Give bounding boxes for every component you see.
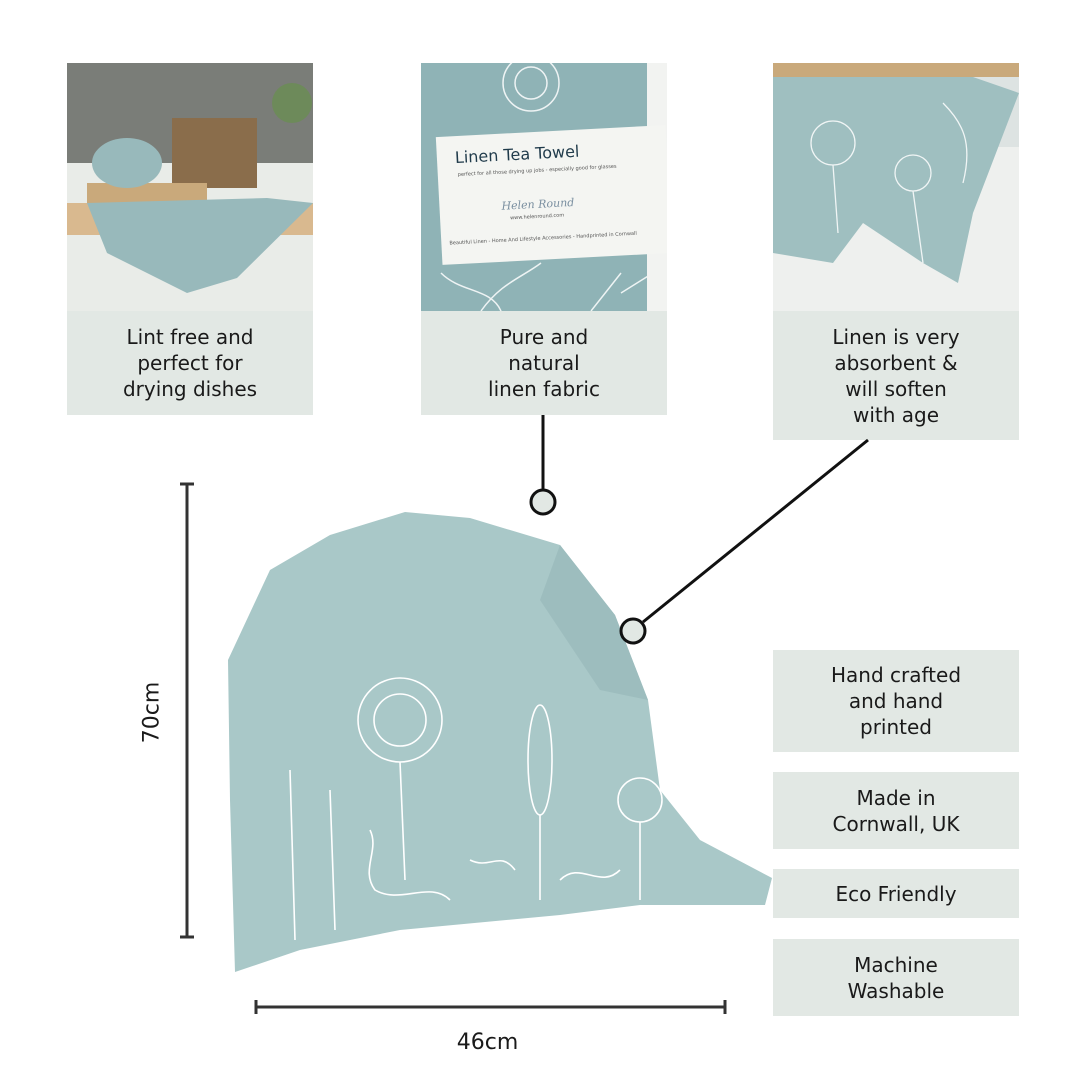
connector-line-absorbent: [642, 438, 869, 624]
floral-print: [289, 677, 663, 941]
feature-made-in-cornwall: Made in Cornwall, UK: [773, 772, 1019, 849]
connector-dot-absorbent: [619, 617, 647, 645]
caption-pure-linen: Pure and natural linen fabric: [421, 311, 667, 415]
tea-towel-image: [228, 512, 772, 972]
draped-towel-photo: [773, 63, 1019, 311]
packaging-photo: Linen Tea Towel perfect for all those dr…: [421, 63, 667, 311]
kitchen-photo: [67, 63, 313, 311]
kitchen-scene-illustration: [67, 63, 313, 311]
feature-hand-crafted: Hand crafted and hand printed: [773, 650, 1019, 752]
caption-lint-free: Lint free and perfect for drying dishes: [67, 311, 313, 415]
feature-machine-washable: Machine Washable: [773, 939, 1019, 1016]
width-label: 46cm: [456, 1030, 519, 1055]
width-dimension-line: [254, 1000, 727, 1014]
caption-absorbent: Linen is very absorbent & will soften wi…: [773, 311, 1019, 440]
height-dimension-line: [180, 482, 194, 939]
connector-dot-linen: [529, 488, 557, 516]
feature-eco-friendly: Eco Friendly: [773, 869, 1019, 918]
height-label: 70cm: [139, 681, 165, 744]
draped-towel-illustration: [773, 63, 1019, 283]
towel-shadow-fold: [540, 545, 648, 700]
